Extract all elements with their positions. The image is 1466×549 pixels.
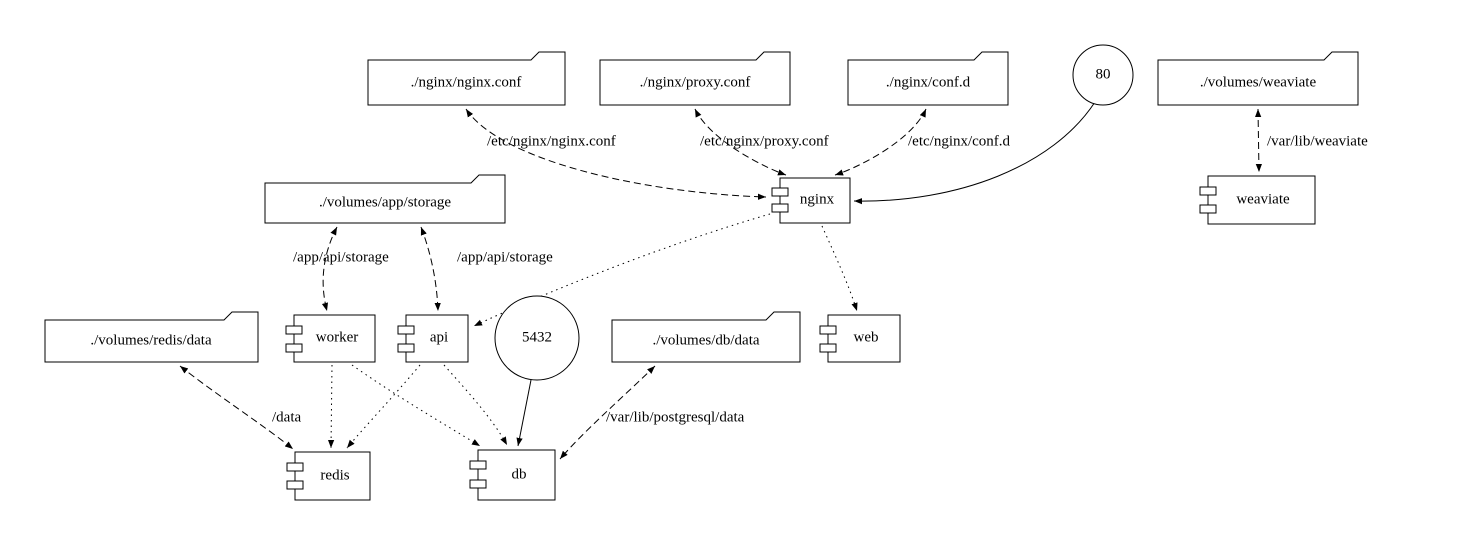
component-redis <box>286 451 371 501</box>
edge-label-nginx-conf-mount: /etc/nginx/nginx.conf <box>487 133 616 150</box>
folder-volumes-weaviate <box>1157 51 1359 106</box>
edge-label-weaviate-mount: /var/lib/weaviate <box>1267 133 1368 150</box>
edge-worker-db-link <box>351 364 481 447</box>
edge-weaviate-volume-mount <box>1254 108 1263 173</box>
edge-worker-redis-link <box>327 364 335 449</box>
edge-label-worker-storage-mount: /app/api/storage <box>293 249 389 266</box>
node-label-weaviate: weaviate <box>1236 191 1290 208</box>
edge-api-db-link <box>443 364 508 446</box>
port-80-circle <box>1072 44 1134 106</box>
edge-label-api-storage-mount: /app/api/storage <box>457 249 553 266</box>
node-label-nginx: nginx <box>799 191 835 208</box>
edge-label-proxy-conf-mount: /etc/nginx/proxy.conf <box>700 133 829 150</box>
folder-volumes-db-data <box>611 311 801 363</box>
edge-port80-nginx <box>853 101 1096 205</box>
node-label-conf-d-dir: ./nginx/conf.d <box>885 74 971 91</box>
edge-nginx-api-link <box>473 213 771 327</box>
component-worker <box>285 314 376 363</box>
node-label-volumes-redis-data: ./volumes/redis/data <box>90 332 212 349</box>
node-label-port-80: 80 <box>1095 66 1111 83</box>
node-label-nginx-conf-file: ./nginx/nginx.conf <box>410 74 522 91</box>
edge-label-redis-data-mount: /data <box>272 409 302 426</box>
node-label-api: api <box>429 329 449 346</box>
edge-nginx-confd-mount <box>834 108 927 176</box>
edge-nginx-nginxconf-mount <box>465 108 767 200</box>
component-nginx <box>771 177 851 224</box>
edge-nginx-web-link <box>821 225 858 312</box>
node-label-db: db <box>511 466 527 483</box>
edge-api-redis-link <box>346 364 421 449</box>
node-label-volumes-app-storage: ./volumes/app/storage <box>318 194 452 211</box>
node-label-proxy-conf-file: ./nginx/proxy.conf <box>639 74 751 91</box>
port-5432-circle <box>494 295 580 381</box>
node-label-volumes-weaviate: ./volumes/weaviate <box>1199 74 1317 91</box>
folder-volumes-redis-data <box>44 311 259 363</box>
node-label-redis: redis <box>320 467 350 484</box>
edge-nginx-proxyconf-mount <box>694 108 787 176</box>
component-db <box>469 449 556 501</box>
folder-nginx-conf-d <box>847 51 1009 106</box>
edge-label-db-data-mount: /var/lib/postgresql/data <box>606 409 745 426</box>
node-label-volumes-db-data: ./volumes/db/data <box>652 332 760 349</box>
edge-label-conf-d-mount: /etc/nginx/conf.d <box>908 133 1011 150</box>
edge-api-storage-mount <box>420 226 441 312</box>
edge-redis-data-mount <box>179 365 294 450</box>
edge-worker-storage-mount <box>321 226 338 312</box>
node-label-port-5432: 5432 <box>522 329 552 346</box>
node-label-web: web <box>853 329 879 346</box>
component-weaviate <box>1199 175 1316 225</box>
folder-volumes-app-storage <box>264 174 506 224</box>
edge-port5432-db <box>516 379 532 447</box>
component-api <box>397 314 469 363</box>
component-web <box>819 314 901 363</box>
edge-db-data-mount <box>559 365 656 460</box>
node-label-worker: worker <box>315 329 359 346</box>
folder-nginx-nginx-conf <box>367 51 566 106</box>
folder-nginx-proxy-conf <box>599 51 791 106</box>
